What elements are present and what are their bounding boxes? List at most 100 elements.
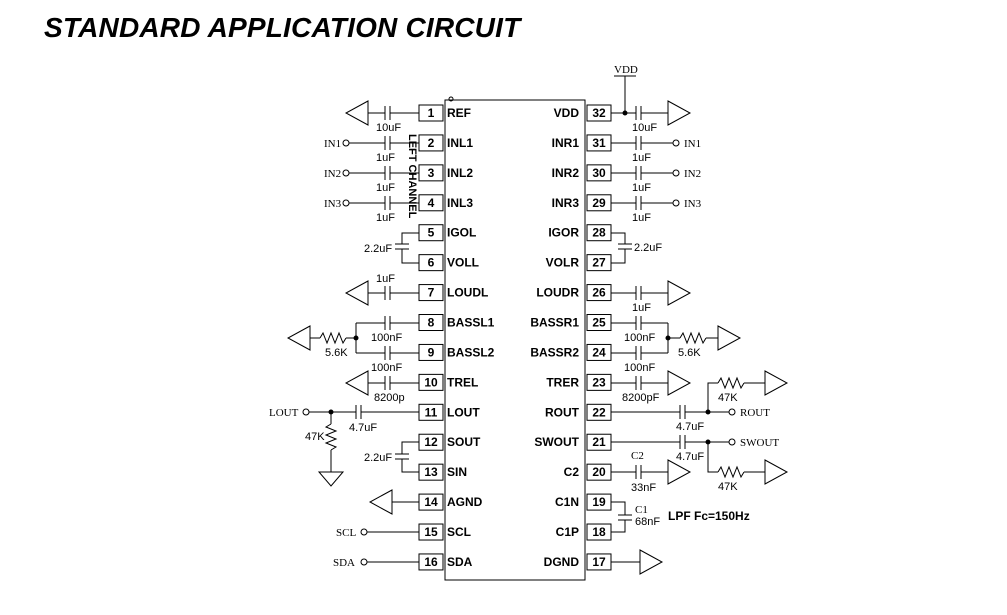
label-r-bassl: 5.6K <box>325 347 348 359</box>
label-r-rout: 47K <box>718 392 738 404</box>
pin-number: 13 <box>424 465 438 479</box>
page-title: STANDARD APPLICATION CIRCUIT <box>44 12 521 43</box>
label-c-bassl2: 100nF <box>371 362 402 374</box>
label-c-ref: 10uF <box>376 122 401 134</box>
label-c-inl3: 1uF <box>376 212 395 224</box>
pin-label: BASSR2 <box>530 345 579 359</box>
pin-label: SIN <box>447 465 467 479</box>
signal-vdd: VDD <box>614 64 638 76</box>
pin-number: 15 <box>424 525 438 539</box>
inl-network <box>342 136 419 210</box>
pin-number: 18 <box>592 525 606 539</box>
label-c-lout: 4.7uF <box>349 422 377 434</box>
pin-number: 26 <box>592 286 606 300</box>
pin-label: VDD <box>554 106 580 120</box>
label-c-loudl: 1uF <box>376 273 395 285</box>
pin-label: LOUT <box>447 405 480 419</box>
pin-number: 20 <box>592 465 606 479</box>
igol-voll-cap <box>395 232 419 264</box>
pin-right-30: 30 INR2 <box>552 164 612 182</box>
pin-label: C1P <box>556 525 579 539</box>
signal-lout: LOUT <box>269 407 299 419</box>
pin-number: 2 <box>428 136 435 150</box>
label-c-loudr: 1uF <box>632 302 651 314</box>
pin-number: 12 <box>424 435 438 449</box>
pin-label: DGND <box>544 555 580 569</box>
pin-number: 11 <box>425 405 438 419</box>
pin-number: 3 <box>428 166 435 180</box>
pin-number: 19 <box>592 495 606 509</box>
signal-in3-left: IN3 <box>324 198 342 210</box>
swout-network <box>611 435 789 485</box>
pin-label: INR3 <box>552 196 580 210</box>
pin-number: 1 <box>428 106 435 120</box>
pin-number: 6 <box>428 256 435 270</box>
pin-label: SDA <box>447 555 473 569</box>
signal-in1-right: IN1 <box>684 138 701 150</box>
label-c-inr1: 1uF <box>632 152 651 164</box>
pin-label: INR2 <box>552 166 580 180</box>
pin-label: BASSL1 <box>447 316 495 330</box>
signal-in2-right: IN2 <box>684 168 701 180</box>
label-c-bassr: 100nF <box>624 332 655 344</box>
pin-label: INL3 <box>447 196 473 210</box>
trel-network <box>344 370 419 396</box>
pin-number: 14 <box>424 495 438 509</box>
pin-number: 32 <box>592 106 606 120</box>
igor-volr-cap <box>611 232 632 264</box>
pin-label: INL1 <box>447 136 473 150</box>
pin-label: IGOL <box>447 226 476 240</box>
pin-label: VOLR <box>546 256 580 270</box>
label-c-inl1: 1uF <box>376 152 395 164</box>
pin-left-13: 13 SIN <box>418 463 467 481</box>
signal-in2-left: IN2 <box>324 168 341 180</box>
label-r-swout: 47K <box>718 481 738 493</box>
pin-left-14: 14 AGND <box>418 493 483 511</box>
pin-label: AGND <box>447 495 483 509</box>
dgnd-network <box>611 549 664 575</box>
label-c1-value: 68nF <box>635 516 660 528</box>
label-c2-value: 33nF <box>631 482 656 494</box>
pin-left-2: 2 INL1 <box>418 134 473 152</box>
signal-sda: SDA <box>333 557 355 569</box>
trer-network <box>611 370 692 396</box>
label-c-igol: 2.2uF <box>364 243 392 255</box>
pin-label: VOLL <box>447 256 479 270</box>
pin-number: 10 <box>424 375 438 389</box>
pin-number: 30 <box>592 166 606 180</box>
pin-number: 5 <box>428 226 435 240</box>
pin-right-18: 18 C1P <box>556 523 612 541</box>
pin-number: 16 <box>424 555 438 569</box>
signal-in3-right: IN3 <box>684 198 702 210</box>
pin-number: 28 <box>592 226 606 240</box>
pin-left-6: 6 VOLL <box>418 254 479 272</box>
pin-label: BASSL2 <box>447 345 495 359</box>
label-c-rout: 4.7uF <box>676 421 704 433</box>
pin-right-32: 32 VDD <box>554 104 612 122</box>
pin1-dot <box>448 96 454 102</box>
label-c-inr3: 1uF <box>632 212 651 224</box>
pin-number: 23 <box>592 375 606 389</box>
pin-label: TREL <box>447 375 478 389</box>
signal-swout: SWOUT <box>740 437 779 449</box>
label-c-bassl: 100nF <box>371 332 402 344</box>
pin-label: SWOUT <box>534 435 579 449</box>
label-c-sout: 2.2uF <box>364 452 392 464</box>
signal-scl: SCL <box>336 527 356 539</box>
pin-number: 31 <box>592 136 606 150</box>
